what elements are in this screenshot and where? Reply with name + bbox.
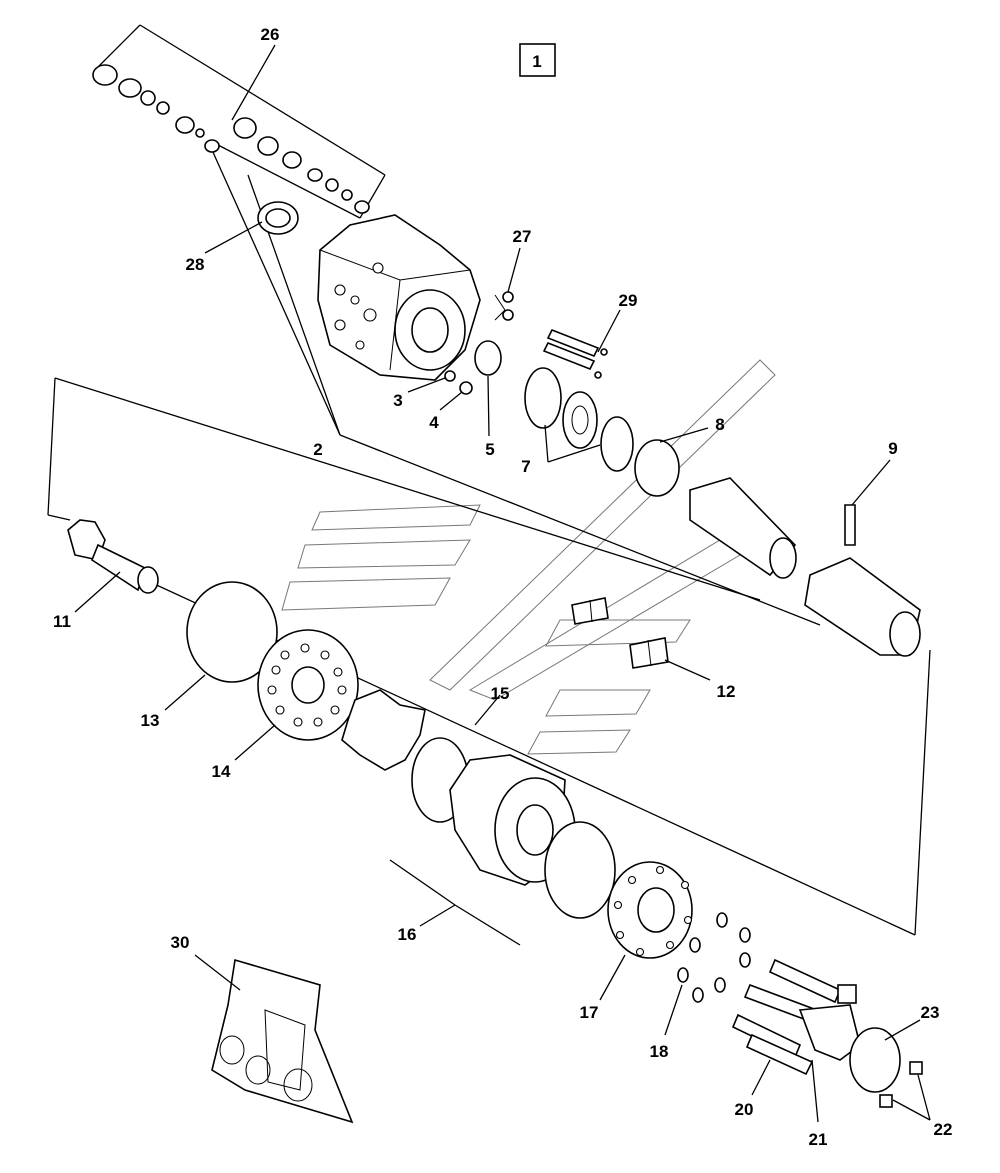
callout-3: 3 <box>393 391 402 410</box>
spring-pins <box>542 328 608 379</box>
callout-13: 13 <box>141 711 160 730</box>
callout-21: 21 <box>809 1130 828 1149</box>
spacer-plate <box>257 629 359 741</box>
callout-11: 11 <box>53 612 71 631</box>
callout-20: 20 <box>735 1100 754 1119</box>
sleeve <box>804 557 921 657</box>
guide-lines <box>47 24 931 936</box>
figure-number-box <box>519 43 556 77</box>
callout-27: 27 <box>513 227 532 246</box>
callout-labels: 1 26 28 27 29 3 4 2 5 7 8 9 11 12 13 15 … <box>53 25 952 1149</box>
callout-22: 23 <box>921 1003 940 1022</box>
figure-number: 1 <box>532 52 541 71</box>
callout-7: 7 <box>521 457 530 476</box>
callout-17: 17 <box>580 1003 599 1022</box>
callout-29: 29 <box>619 291 638 310</box>
callout-23-label: 22 <box>934 1120 953 1139</box>
end-plate <box>607 861 693 959</box>
callout-2: 2 <box>313 440 322 459</box>
seal-ring <box>257 201 299 235</box>
callout-14: 14 <box>212 762 231 781</box>
end-cap <box>849 1027 901 1093</box>
valve-plates <box>524 367 634 472</box>
drive-shaft <box>67 519 159 594</box>
gear-set <box>411 737 616 919</box>
callout-12: 12 <box>717 682 736 701</box>
valve-seal-set <box>92 64 370 214</box>
spool <box>689 477 797 579</box>
steering-unit-housing <box>317 214 481 381</box>
large-o-ring <box>186 581 278 683</box>
o-ring <box>474 340 502 376</box>
cross-pin <box>844 504 856 546</box>
callout-9: 9 <box>888 439 897 458</box>
callout-leaders <box>74 44 921 1123</box>
small-seals <box>677 912 751 1003</box>
seal-kit-sheet <box>211 958 354 1124</box>
callout-16: 16 <box>398 925 417 944</box>
retaining-ring <box>634 439 680 497</box>
ball-set <box>494 291 514 321</box>
callout-26: 26 <box>261 25 280 44</box>
rotor <box>341 689 426 771</box>
callout-18: 18 <box>650 1042 669 1061</box>
plug <box>459 381 473 395</box>
check-ball <box>444 370 456 382</box>
callout-30: 30 <box>171 933 190 952</box>
rollers <box>571 597 669 669</box>
callout-15: 15 <box>491 684 510 703</box>
callout-4: 4 <box>429 413 439 432</box>
plugs <box>879 1061 931 1121</box>
callout-28: 28 <box>186 255 205 274</box>
callout-5: 5 <box>485 440 494 459</box>
callout-8: 8 <box>715 415 724 434</box>
